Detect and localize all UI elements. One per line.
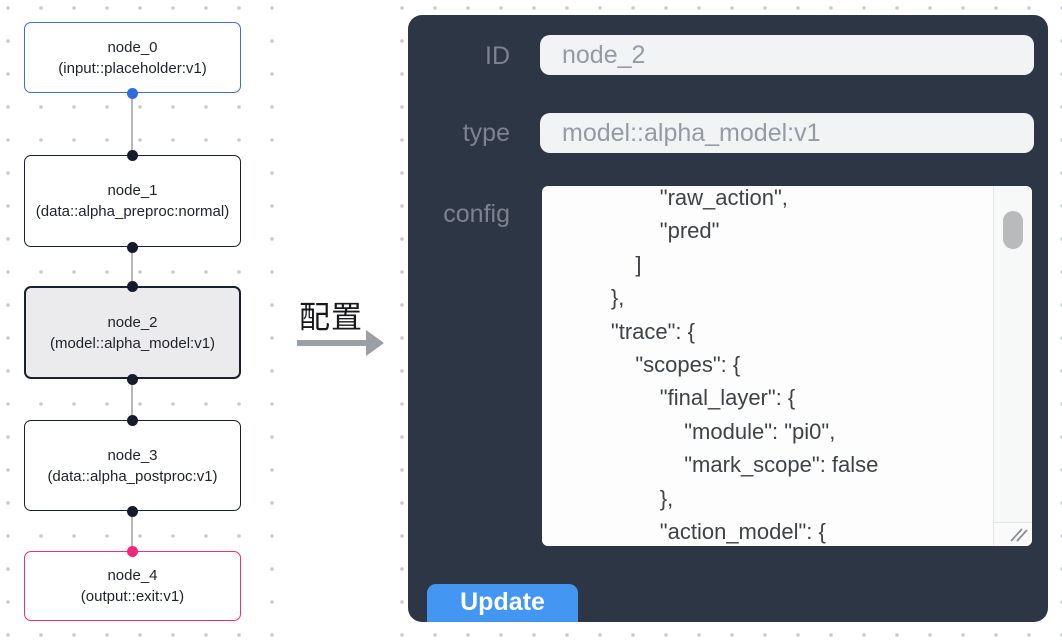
connector-dot-node1-in[interactable]	[127, 150, 138, 161]
id-field-label: ID	[485, 42, 510, 70]
flow-node-node_2-selected[interactable]: node_2 (model::alpha_model:v1)	[24, 286, 241, 379]
id-field-input[interactable]	[540, 35, 1034, 75]
edge-node2-node3	[131, 379, 133, 420]
connector-dot-node2-in[interactable]	[127, 281, 138, 292]
config-json-textarea[interactable]: "raw_action", "pred" ] }, "trace": { "sc…	[542, 186, 1032, 546]
connector-dot-node1-out[interactable]	[127, 242, 138, 253]
node-config-panel: ID type config "raw_action", "pred" ] },…	[408, 15, 1048, 622]
connector-dot-node3-out[interactable]	[127, 506, 138, 517]
flow-node-node_0[interactable]: node_0 (input::placeholder:v1)	[24, 22, 241, 93]
flow-node-node_3[interactable]: node_3 (data::alpha_postproc:v1)	[24, 420, 241, 511]
textarea-resize-corner[interactable]	[993, 522, 1032, 546]
node-subtitle: (data::alpha_preproc:normal)	[35, 203, 230, 220]
node-title: node_4	[107, 567, 158, 584]
config-json-content: "raw_action", "pred" ] }, "trace": { "sc…	[610, 186, 879, 545]
type-field-input[interactable]	[540, 113, 1034, 153]
node-subtitle: (output::exit:v1)	[80, 588, 185, 605]
edge-node0-node1	[131, 93, 133, 155]
config-arrow-label: 配置	[299, 300, 363, 335]
type-field-label: type	[462, 119, 510, 147]
node-title: node_0	[107, 38, 158, 56]
config-arrow-line	[297, 340, 367, 346]
resize-handle-icon	[1010, 528, 1028, 542]
node-title: node_1	[107, 182, 158, 199]
node-title: node_3	[107, 446, 158, 464]
node-subtitle: (input::placeholder:v1)	[58, 59, 207, 77]
connector-dot-node2-out[interactable]	[127, 374, 138, 385]
connector-dot-node4-in[interactable]	[127, 546, 138, 557]
config-scrollbar-thumb[interactable]	[1003, 211, 1023, 249]
edge-node1-node2	[131, 247, 133, 286]
connector-dot-node3-in[interactable]	[127, 415, 138, 426]
update-button[interactable]: Update	[427, 584, 578, 622]
config-field-label: config	[443, 200, 510, 228]
config-arrow-head-icon	[366, 330, 384, 356]
node-subtitle: (model::alpha_model:v1)	[49, 334, 216, 352]
connector-dot-node0-out[interactable]	[127, 88, 138, 99]
node-subtitle: (data::alpha_postproc:v1)	[47, 467, 218, 485]
node-title: node_2	[107, 313, 158, 331]
flow-canvas: node_0 (input::placeholder:v1) node_1 (d…	[0, 0, 283, 643]
flow-node-node_1[interactable]: node_1 (data::alpha_preproc:normal)	[24, 155, 241, 247]
config-scrollbar-track[interactable]	[993, 186, 1032, 522]
flow-node-node_4[interactable]: node_4 (output::exit:v1)	[24, 551, 241, 621]
edge-node3-node4	[131, 511, 133, 551]
